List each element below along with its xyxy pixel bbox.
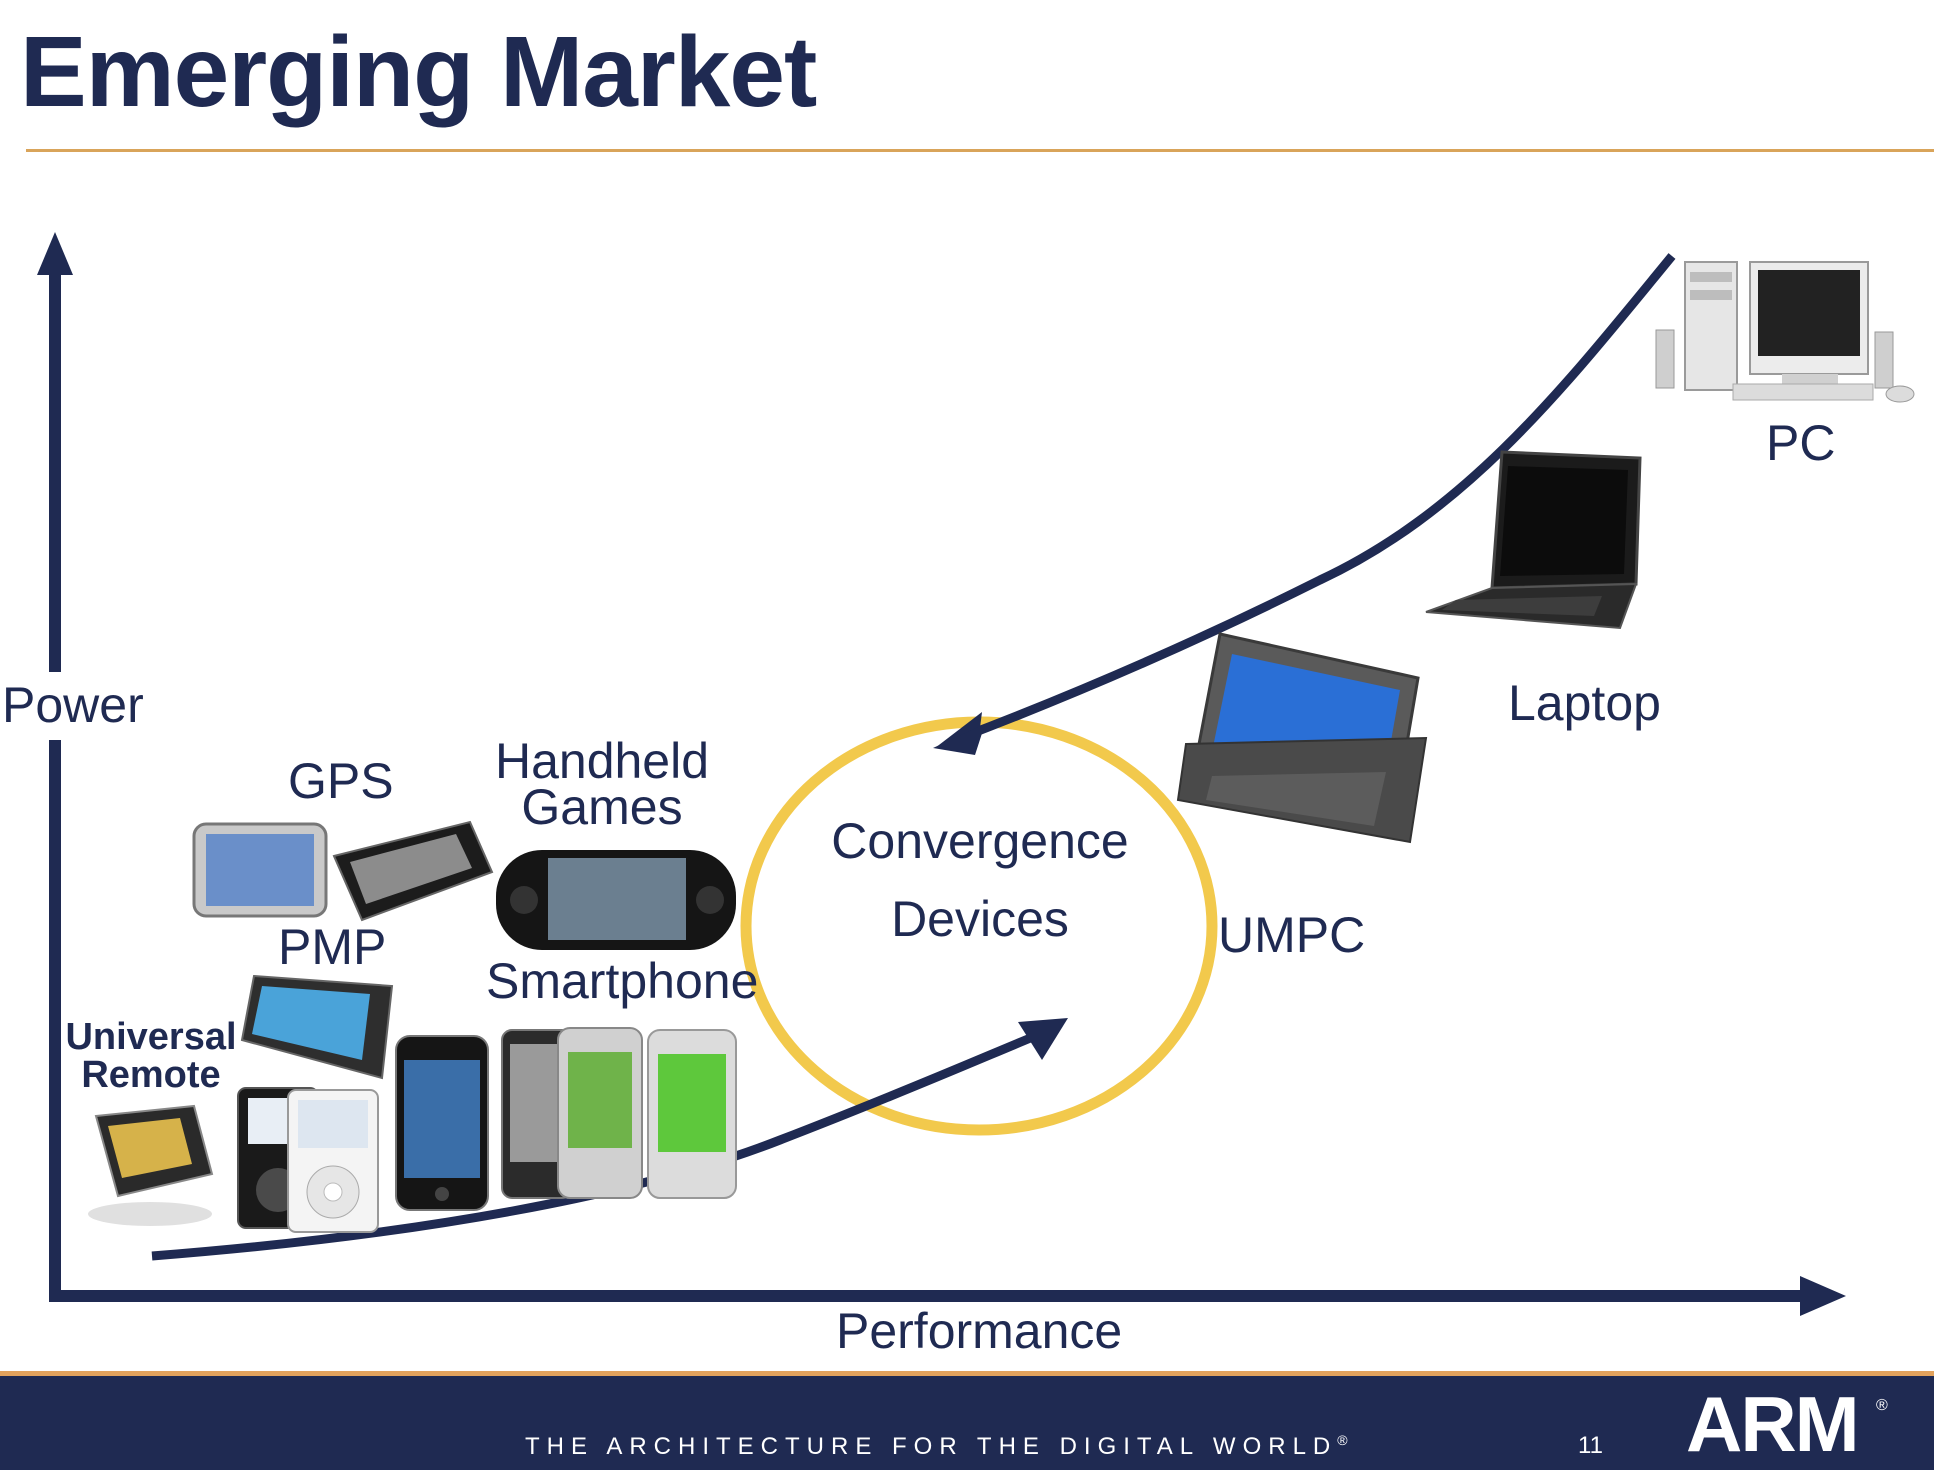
umpc-illustration <box>1176 632 1428 844</box>
axes <box>37 232 1846 1316</box>
title-divider <box>26 149 1934 152</box>
universal-remote-illustration <box>88 1104 214 1226</box>
pmp-label: PMP <box>278 919 387 975</box>
slide-title: Emerging Market <box>20 16 817 128</box>
arm-logo-mark: ® <box>1876 1397 1888 1414</box>
curves <box>151 253 1676 1261</box>
phone-illustration <box>395 1035 489 1211</box>
footer-tagline-text: THE ARCHITECTURE FOR THE DIGITAL WORLD <box>525 1433 1338 1460</box>
footer-tagline-mark: ® <box>1337 1432 1355 1448</box>
footer-tagline: THE ARCHITECTURE FOR THE DIGITAL WORLD® <box>525 1432 1355 1461</box>
laptop-label: Laptop <box>1508 675 1661 731</box>
remote-label-line1: Universal <box>65 1016 237 1058</box>
media-player-illustration <box>237 1087 379 1233</box>
convergence-label-line2: Devices <box>891 891 1069 947</box>
gps-illustration <box>192 820 494 922</box>
pmp-illustration <box>240 974 394 1080</box>
footer-divider <box>0 1371 1934 1376</box>
pc-label: PC <box>1766 415 1836 471</box>
smartphones-illustration <box>501 1027 737 1199</box>
upper-curve <box>958 253 1676 743</box>
umpc-label: UMPC <box>1218 907 1366 963</box>
convergence-label-line1: Convergence <box>831 813 1129 869</box>
arm-logo: ARM <box>1686 1380 1860 1468</box>
y-axis-arrowhead <box>37 232 73 275</box>
lower-curve-arrowhead <box>1018 1018 1068 1060</box>
y-axis-label-gap <box>40 672 70 740</box>
x-axis-label: Performance <box>836 1303 1123 1359</box>
gps-label: GPS <box>288 753 394 809</box>
pc-illustration <box>1655 261 1915 403</box>
upper-curve-arrowhead-tip <box>933 724 985 755</box>
handheld-label-line2: Games <box>521 779 683 835</box>
smartphone-label: Smartphone <box>486 953 759 1009</box>
y-axis-label: Power <box>2 677 144 733</box>
laptop-illustration <box>1425 450 1642 630</box>
x-axis-arrowhead <box>1800 1276 1846 1316</box>
handheld-label-line1: Handheld <box>494 733 710 789</box>
remote-label-line2: Remote <box>81 1054 221 1096</box>
handheld-console-illustration <box>496 850 736 950</box>
page-number: 11 <box>1578 1432 1603 1459</box>
footer-bar <box>0 1376 1934 1470</box>
